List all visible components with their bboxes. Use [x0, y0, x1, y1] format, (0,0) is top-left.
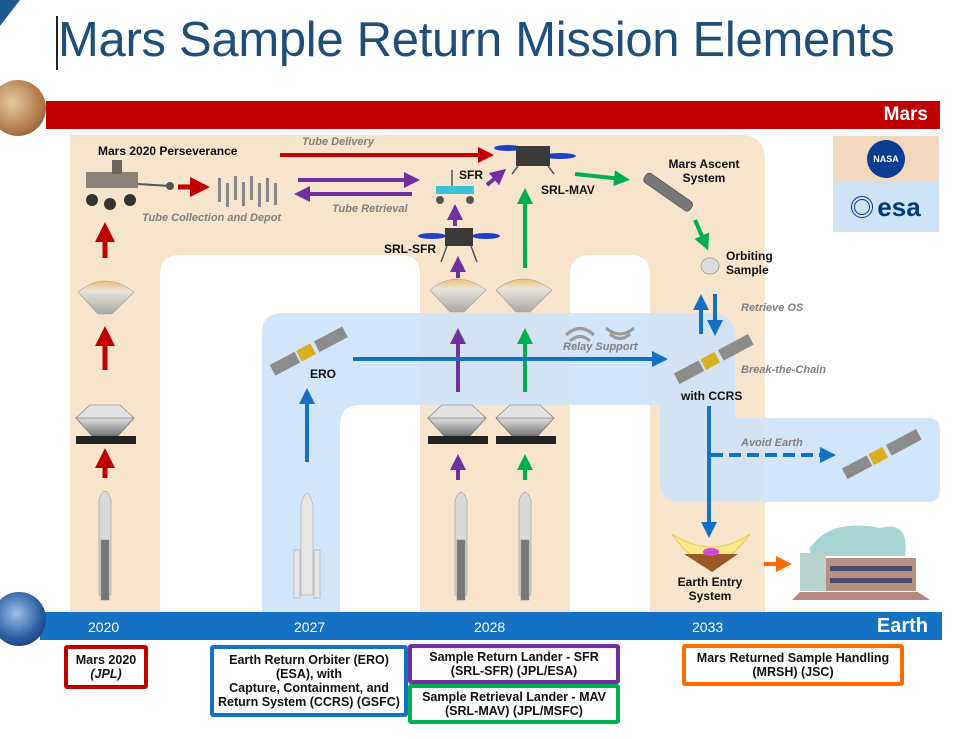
mars-band-label: Mars — [883, 104, 928, 125]
srl-sfr-lander-icon — [418, 228, 500, 263]
green-arrow-ascent-to-os — [693, 219, 710, 251]
mars-zone — [70, 135, 765, 612]
earth-band — [40, 612, 942, 640]
earth-entry-system-icon — [671, 533, 751, 572]
legend-ero-line2: (ESA), with — [276, 667, 342, 681]
space-zone — [262, 313, 940, 612]
legend-ero-line1: Earth Return Orbiter (ERO) — [229, 653, 389, 667]
flow-label-tube-collection: Tube Collection and Depot — [142, 212, 282, 224]
perseverance-rover-icon — [86, 160, 174, 210]
year-2033: 2033 — [692, 619, 724, 635]
mrsh-building-icon — [792, 525, 930, 600]
flow-label-break-the-chain: Break-the-Chain — [741, 364, 826, 376]
earth-planet-icon — [0, 592, 46, 646]
sfr-fetch-rover-icon — [436, 170, 474, 204]
rocket-icon-2028-mav — [518, 491, 532, 601]
label-srl-mav: SRL-MAV — [541, 183, 595, 197]
esa-logo-panel: esa — [833, 182, 939, 232]
label-orbiting-line2: Sample — [726, 263, 769, 277]
entry-capsule-icon-sfr — [429, 278, 487, 313]
rocket-icon-2028-sfr — [454, 491, 468, 601]
cruise-stage-icon-mav — [495, 404, 556, 444]
esa-logo-text: esa — [877, 192, 921, 222]
label-mars-ascent-line2: System — [682, 171, 726, 185]
label-ero: ERO — [310, 367, 337, 381]
year-2020: 2020 — [88, 619, 120, 635]
label-orbiting-line1: Orbiting — [726, 249, 773, 263]
label-mars-ascent-line1: Mars Ascent — [668, 157, 740, 171]
flow-label-tube-retrieval: Tube Retrieval — [332, 203, 408, 215]
rocket-icon-2027 — [293, 493, 321, 599]
esa-emblem-icon — [851, 196, 874, 218]
cruise-stage-icon-sfr — [427, 404, 488, 444]
tube-depot-icon — [218, 176, 277, 207]
legend-mrsh-line1: Mars Returned Sample Handling — [696, 651, 890, 665]
legend-ero-line4: Return System (CCRS) (GSFC) — [218, 695, 400, 709]
legend-srl-mav-line2: (SRL-MAV) (JPL/MSFC) — [445, 704, 583, 718]
ero-orbiter-icon — [269, 326, 348, 376]
mars-planet-icon — [0, 80, 46, 136]
label-mars-ascent-system: Mars Ascent System — [664, 157, 744, 185]
label-orbiting-sample: Orbiting Sample — [726, 249, 773, 277]
green-arrow-mav-to-ascent — [574, 170, 630, 187]
legend-srl-sfr-line1: Sample Return Lander - SFR — [429, 650, 599, 664]
legend-box-ero: Earth Return Orbiter (ERO) (ESA), with C… — [210, 645, 408, 717]
flow-label-relay-support: Relay Support — [563, 341, 638, 353]
relay-support-icon — [564, 326, 635, 343]
label-earth-entry-system: Earth Entry System — [670, 575, 750, 603]
flow-label-avoid-earth: Avoid Earth — [741, 437, 803, 449]
agency-logos: NASA esa — [833, 136, 939, 232]
entry-capsule-icon-2020 — [77, 280, 135, 315]
flow-label-retrieve-os: Retrieve OS — [741, 302, 804, 314]
purple-arrow-sfr-to-mav — [485, 168, 507, 187]
label-with-ccrs: with CCRS — [681, 389, 743, 403]
legend-srl-mav-line1: Sample Retrieval Lander - MAV — [422, 690, 606, 704]
nasa-logo-icon: NASA — [867, 140, 905, 178]
year-2027: 2027 — [294, 619, 326, 635]
year-2028: 2028 — [474, 619, 506, 635]
cruise-stage-icon-2020 — [75, 404, 136, 444]
corner-accent — [0, 0, 20, 26]
legend-box-mars2020: Mars 2020 (JPL) — [64, 645, 148, 689]
label-perseverance: Mars 2020 Perseverance — [98, 144, 238, 158]
ero-departing-icon — [841, 429, 922, 480]
orbiting-sample-icon — [700, 257, 720, 275]
label-srl-sfr: SRL-SFR — [384, 242, 436, 256]
label-earth-entry-line1: Earth Entry — [677, 575, 743, 589]
legend-box-srl-sfr: Sample Return Lander - SFR (SRL-SFR) (JP… — [408, 644, 620, 684]
mars-band — [46, 101, 940, 129]
label-earth-entry-line2: System — [688, 589, 732, 603]
legend-srl-sfr-line2: (SRL-SFR) (JPL/ESA) — [450, 664, 578, 678]
legend-ero-line3: Capture, Containment, and — [229, 681, 389, 695]
legend-box-srl-mav: Sample Retrieval Lander - MAV (SRL-MAV) … — [408, 684, 620, 724]
label-sfr: SFR — [459, 168, 483, 182]
nasa-logo-panel: NASA — [833, 136, 939, 182]
ero-ccrs-orbiter-icon — [673, 334, 754, 385]
legend-mars2020-line1: Mars 2020 — [75, 653, 137, 667]
entry-capsule-icon-mav — [495, 278, 553, 313]
legend-mrsh-line2: (MRSH) (JSC) — [752, 665, 834, 679]
srl-mav-lander-icon — [494, 145, 576, 175]
rocket-icon-2020 — [98, 490, 112, 601]
page-title: Mars Sample Return Mission Elements — [58, 13, 895, 67]
earth-band-label: Earth — [876, 615, 928, 637]
legend-mars2020-line2: (JPL) — [90, 667, 122, 681]
legend-box-mrsh: Mars Returned Sample Handling (MRSH) (JS… — [682, 644, 904, 686]
text-cursor — [56, 16, 58, 70]
mars-ascent-vehicle-icon — [643, 172, 693, 212]
flow-label-tube-delivery: Tube Delivery — [302, 136, 374, 148]
